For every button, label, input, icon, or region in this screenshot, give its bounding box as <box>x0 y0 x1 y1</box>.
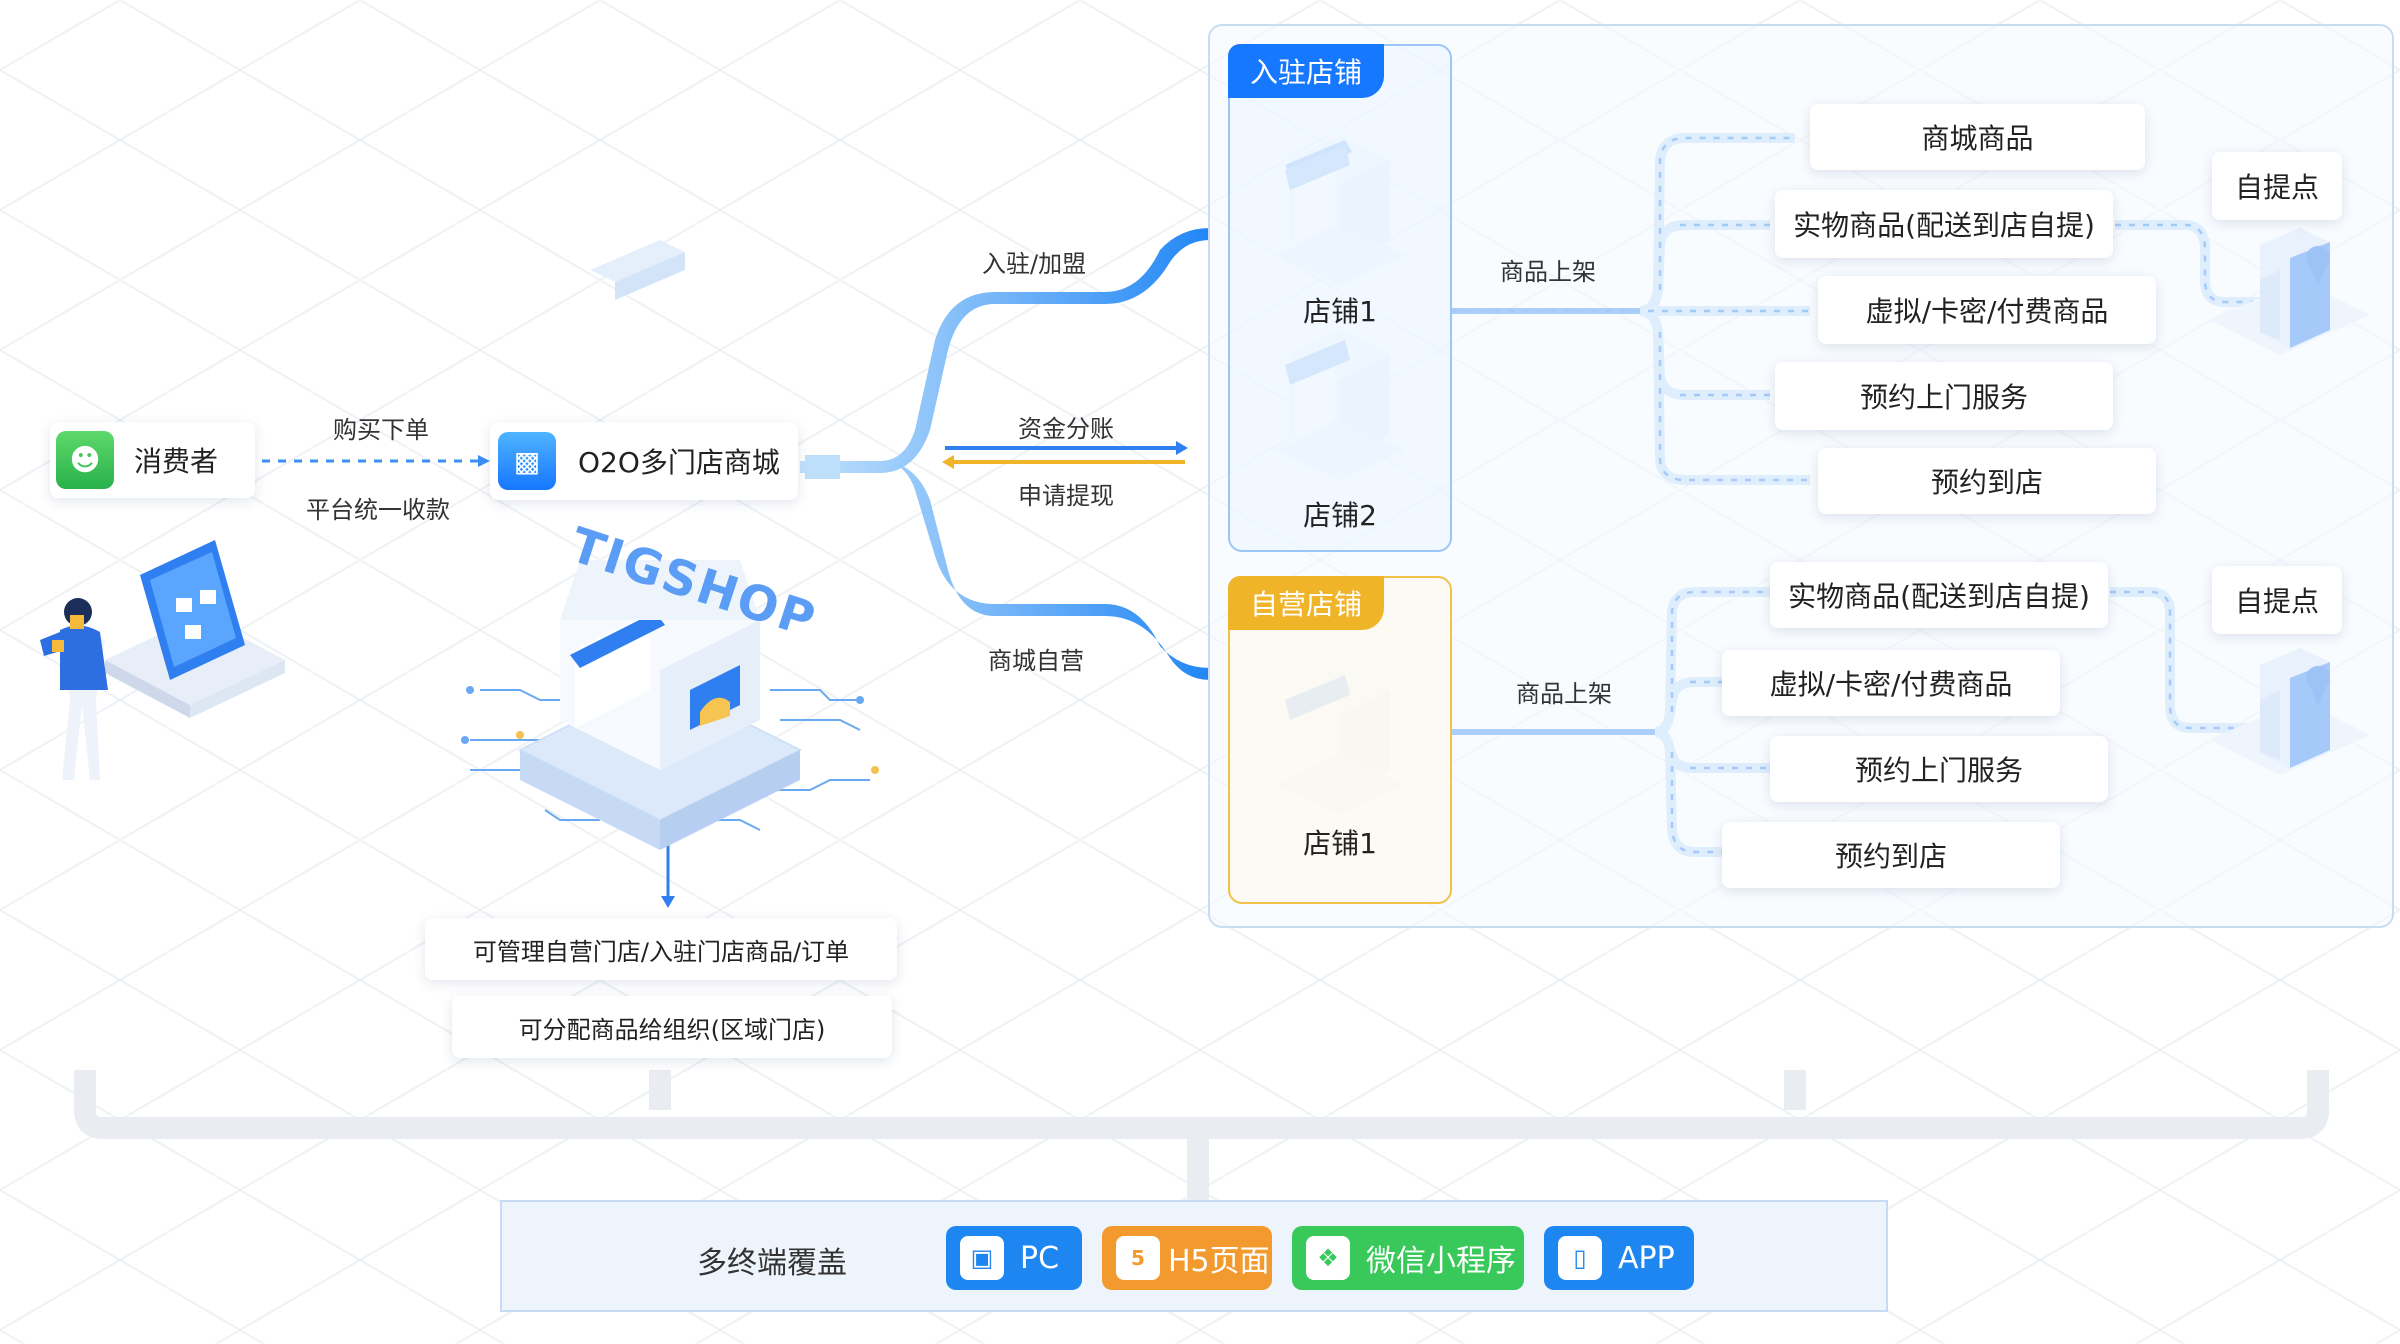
join-product-5[interactable]: 预约到店 <box>1818 448 2156 514</box>
self-product-2[interactable]: 虚拟/卡密/付费商品 <box>1722 650 2060 716</box>
consumer-label: 消费者 <box>134 445 219 478</box>
mall-label: O2O多门店商城 <box>578 446 780 479</box>
self-product-1[interactable]: 实物商品(配送到店自提) <box>1770 562 2108 628</box>
tigshop-illustration <box>461 560 879 850</box>
collect-label: 平台统一收款 <box>306 496 450 524</box>
self-run-label: 商城自营 <box>988 647 1084 675</box>
self-product-4[interactable]: 预约到店 <box>1722 822 2060 888</box>
split-label: 资金分账 <box>1018 415 1114 443</box>
join-product-1[interactable]: 商城商品 <box>1810 104 2145 170</box>
buy-label: 购买下单 <box>333 416 429 444</box>
h5-button[interactable]: 5 H5页面 <box>1102 1226 1272 1290</box>
terminals-title: 多终端覆盖 <box>697 1246 847 1281</box>
join-store-2[interactable]: 店铺2 <box>1303 499 1377 532</box>
self-listing-label: 商品上架 <box>1516 680 1612 708</box>
join-listing-label: 商品上架 <box>1500 258 1596 286</box>
self-pickup[interactable]: 自提点 <box>2212 566 2342 634</box>
pc-button[interactable]: ▣ PC <box>946 1226 1082 1290</box>
users-icon: ☻ <box>56 431 114 489</box>
pc-icon: ▣ <box>960 1236 1004 1280</box>
wechat-icon: ❖ <box>1306 1236 1350 1280</box>
join-pickup[interactable]: 自提点 <box>2212 152 2342 220</box>
mobile-icon: ▯ <box>1558 1236 1602 1280</box>
self-store-box: 自营店铺 店铺1 <box>1228 576 1452 904</box>
self-store-tag: 自营店铺 <box>1228 576 1385 630</box>
html5-icon: 5 <box>1116 1236 1160 1280</box>
join-store-1[interactable]: 店铺1 <box>1303 295 1377 328</box>
self-product-3[interactable]: 预约上门服务 <box>1770 736 2108 802</box>
join-product-3[interactable]: 虚拟/卡密/付费商品 <box>1818 276 2156 344</box>
monitor-icon: ▩ <box>498 432 556 490</box>
join-store-box: 入驻店铺 店铺1 店铺2 <box>1228 44 1452 552</box>
capability-card-2: 可分配商品给组织(区域门店) <box>452 996 892 1058</box>
join-label: 入驻/加盟 <box>982 250 1087 278</box>
miniprogram-button[interactable]: ❖ 微信小程序 <box>1292 1226 1524 1290</box>
capability-card-1: 可管理自营门店/入驻门店商品/订单 <box>425 918 897 980</box>
mall-card[interactable]: ▩ O2O多门店商城 <box>490 422 798 500</box>
self-store-1[interactable]: 店铺1 <box>1303 827 1377 860</box>
laptop-illustration <box>40 540 285 780</box>
join-product-2[interactable]: 实物商品(配送到店自提) <box>1775 190 2113 258</box>
join-store-tag: 入驻店铺 <box>1228 44 1385 98</box>
join-product-4[interactable]: 预约上门服务 <box>1775 362 2113 430</box>
consumer-card[interactable]: ☻ 消费者 <box>50 422 255 498</box>
app-button[interactable]: ▯ APP <box>1544 1226 1694 1290</box>
withdraw-label: 申请提现 <box>1018 482 1114 510</box>
